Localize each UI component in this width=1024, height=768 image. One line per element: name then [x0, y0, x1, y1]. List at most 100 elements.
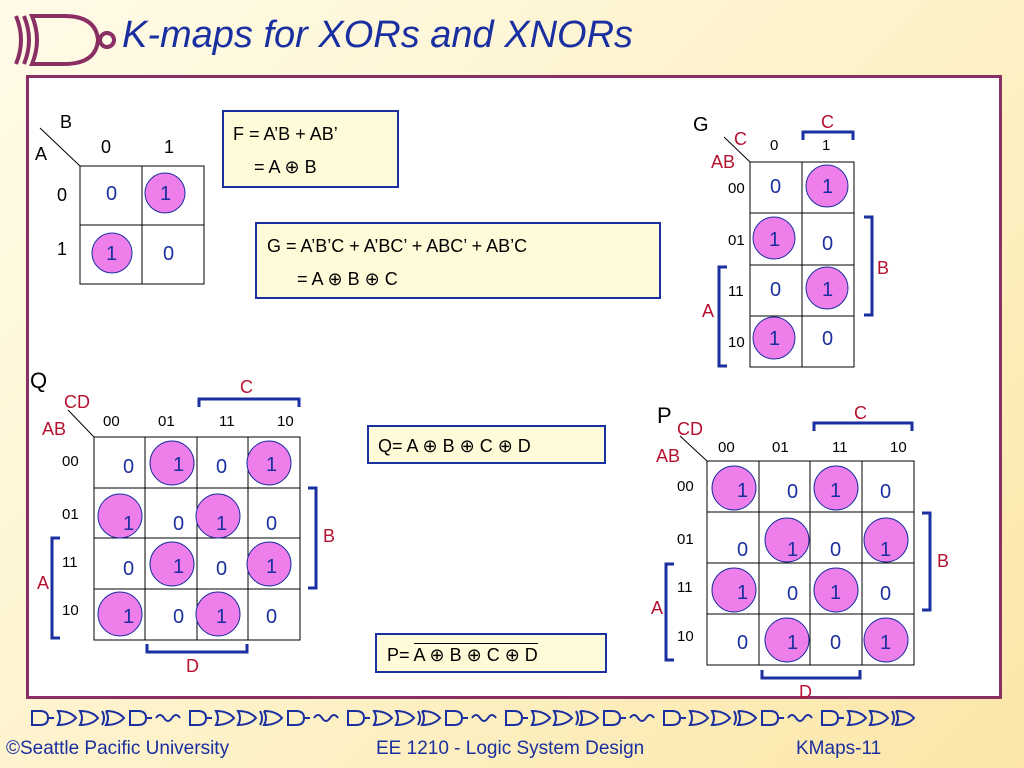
decorative-gate-glyph — [372, 709, 394, 727]
kmap-g-cell: 1 — [769, 328, 781, 350]
kmap-p-row-var: AB — [656, 446, 681, 466]
kmap-p-row-label: 00 — [677, 478, 694, 495]
kmap-g-row-label: 10 — [728, 334, 745, 351]
kmap-q-highlight — [246, 541, 292, 587]
kmap-g-cell: 0 — [770, 279, 782, 301]
kmap-g-cell: 1 — [769, 229, 781, 251]
kmap-p-highlight — [863, 517, 909, 563]
decorative-gate-glyph — [189, 710, 212, 726]
decorative-gate-strip — [31, 709, 916, 727]
kmap-f-col-var: B — [60, 112, 73, 132]
kmap-p-highlight — [813, 465, 859, 511]
kmap-p-col-label: 01 — [772, 439, 789, 456]
kmap-q-row-var: AB — [42, 419, 67, 439]
kmap-p-col-label: 10 — [890, 439, 907, 456]
kmap-g-row-label: 00 — [728, 180, 745, 197]
kmap-p-highlight — [764, 617, 810, 663]
kmap-q-highlight — [195, 591, 241, 637]
decorative-gate-glyph — [688, 709, 710, 727]
equation-f-box: F = A’B + AB’ = A ⊕ B — [222, 110, 399, 188]
kmap-q-cell: 0 — [266, 606, 278, 628]
decorative-gate-glyph — [530, 709, 552, 727]
equation-q-box: Q= A ⊕ B ⊕ C ⊕ D — [367, 425, 606, 464]
decorative-gate-glyph — [471, 714, 497, 722]
kmap-g-row-label: 01 — [728, 232, 745, 249]
kmap-p-cell: 1 — [830, 582, 842, 604]
equation-g-line2: = A ⊕ B ⊕ C — [297, 269, 398, 289]
kmap-p-cell: 0 — [737, 539, 749, 561]
kmap-g-highlight — [805, 266, 849, 310]
kmap-q-highlight — [246, 440, 292, 486]
kmap-q-col-label: 01 — [158, 413, 175, 430]
kmap-f-row-label: 1 — [57, 239, 68, 259]
kmap-q-cell: 1 — [123, 513, 135, 535]
kmap-g-cell: 0 — [822, 328, 834, 350]
kmap-g-highlight — [752, 316, 796, 360]
kmap-p-highlight — [813, 567, 859, 613]
kmap-p-highlight — [711, 567, 757, 613]
kmap-p-cell: 1 — [787, 632, 799, 654]
kmap-p-col-label: 11 — [832, 439, 848, 456]
kmap-q-cell: 1 — [216, 606, 228, 628]
kmap-q-cell: 1 — [173, 556, 185, 578]
footer-course: EE 1210 - Logic System Design — [376, 738, 645, 759]
decorative-gate-glyph — [846, 709, 868, 727]
kmap-g-row-label: 11 — [728, 283, 744, 300]
kmap-p-cell: 0 — [787, 481, 799, 503]
kmap-p-name: P — [657, 403, 672, 428]
kmap-q-cell: 0 — [266, 513, 278, 535]
kmap-q-cell: 1 — [123, 606, 135, 628]
kmap-g-cell: 1 — [822, 279, 834, 301]
kmap-g-col-label: 0 — [770, 137, 779, 154]
kmap-q-cell: 0 — [173, 513, 185, 535]
kmap-f-col-label: 0 — [101, 137, 112, 157]
kmap-p-group-b: B — [937, 551, 950, 571]
kmap-q-group-c: C — [240, 377, 253, 397]
kmap-f-row-var: A — [35, 144, 48, 164]
decorative-gate-glyph — [394, 709, 416, 727]
equation-g-box: G = A’B’C + A’BC’ + ABC’ + AB’C = A ⊕ B … — [255, 222, 661, 299]
equation-p-box: P= A ⊕ B ⊕ C ⊕ D — [375, 633, 607, 673]
kmap-g-highlight — [805, 164, 849, 208]
equation-g-line1: G = A’B’C + A’BC’ + ABC’ + AB’C — [267, 236, 528, 256]
slide-title: K-maps for XORs and XNORs — [122, 14, 634, 56]
decorative-gate-glyph — [710, 709, 732, 727]
decorative-gate-glyph — [155, 714, 181, 722]
kmap-q-highlight — [97, 493, 143, 539]
kmap-p-row-label: 11 — [677, 579, 693, 596]
kmap-q-cell: 0 — [173, 606, 185, 628]
kmap-f-cell: 1 — [160, 183, 172, 205]
kmap-q-group-d: D — [186, 656, 199, 676]
kmap-g-cell: 0 — [822, 233, 834, 255]
decorative-gate-glyph — [629, 714, 655, 722]
kmap-q-col-label: 11 — [219, 413, 235, 430]
kmap-q-row-label: 10 — [62, 602, 79, 619]
kmap-p-highlight — [711, 465, 757, 511]
kmap-f-highlight — [91, 232, 133, 274]
kmap-g-name: G — [693, 114, 709, 136]
decorative-gate-glyph — [663, 710, 686, 726]
decorative-gate-glyph — [78, 709, 100, 727]
kmap-q-highlight — [149, 541, 195, 587]
equation-p-overbar: A ⊕ B ⊕ C ⊕ D — [413, 643, 538, 665]
kmap-p-cell: 0 — [880, 583, 892, 605]
kmap-q-col-label: 10 — [277, 413, 294, 430]
kmap-q-cell: 1 — [173, 454, 185, 476]
kmap-q-col-var: CD — [64, 392, 90, 412]
kmap-q-cell: 0 — [123, 558, 135, 580]
equation-f-line2: = A ⊕ B — [254, 157, 317, 177]
footer-copyright: ©Seattle Pacific University — [6, 738, 230, 759]
decorative-gate-glyph — [445, 710, 468, 726]
kmap-p-col-var: CD — [677, 419, 703, 439]
kmap-p-row-label: 01 — [677, 531, 694, 548]
kmap-q-row-label: 00 — [62, 453, 79, 470]
decorative-gate-glyph — [101, 710, 126, 727]
kmap-p-cell: 1 — [787, 539, 799, 561]
kmap-g-row-var: AB — [711, 152, 736, 172]
kmap-p-cell: 1 — [830, 480, 842, 502]
kmap-g-cell: 1 — [822, 176, 834, 198]
